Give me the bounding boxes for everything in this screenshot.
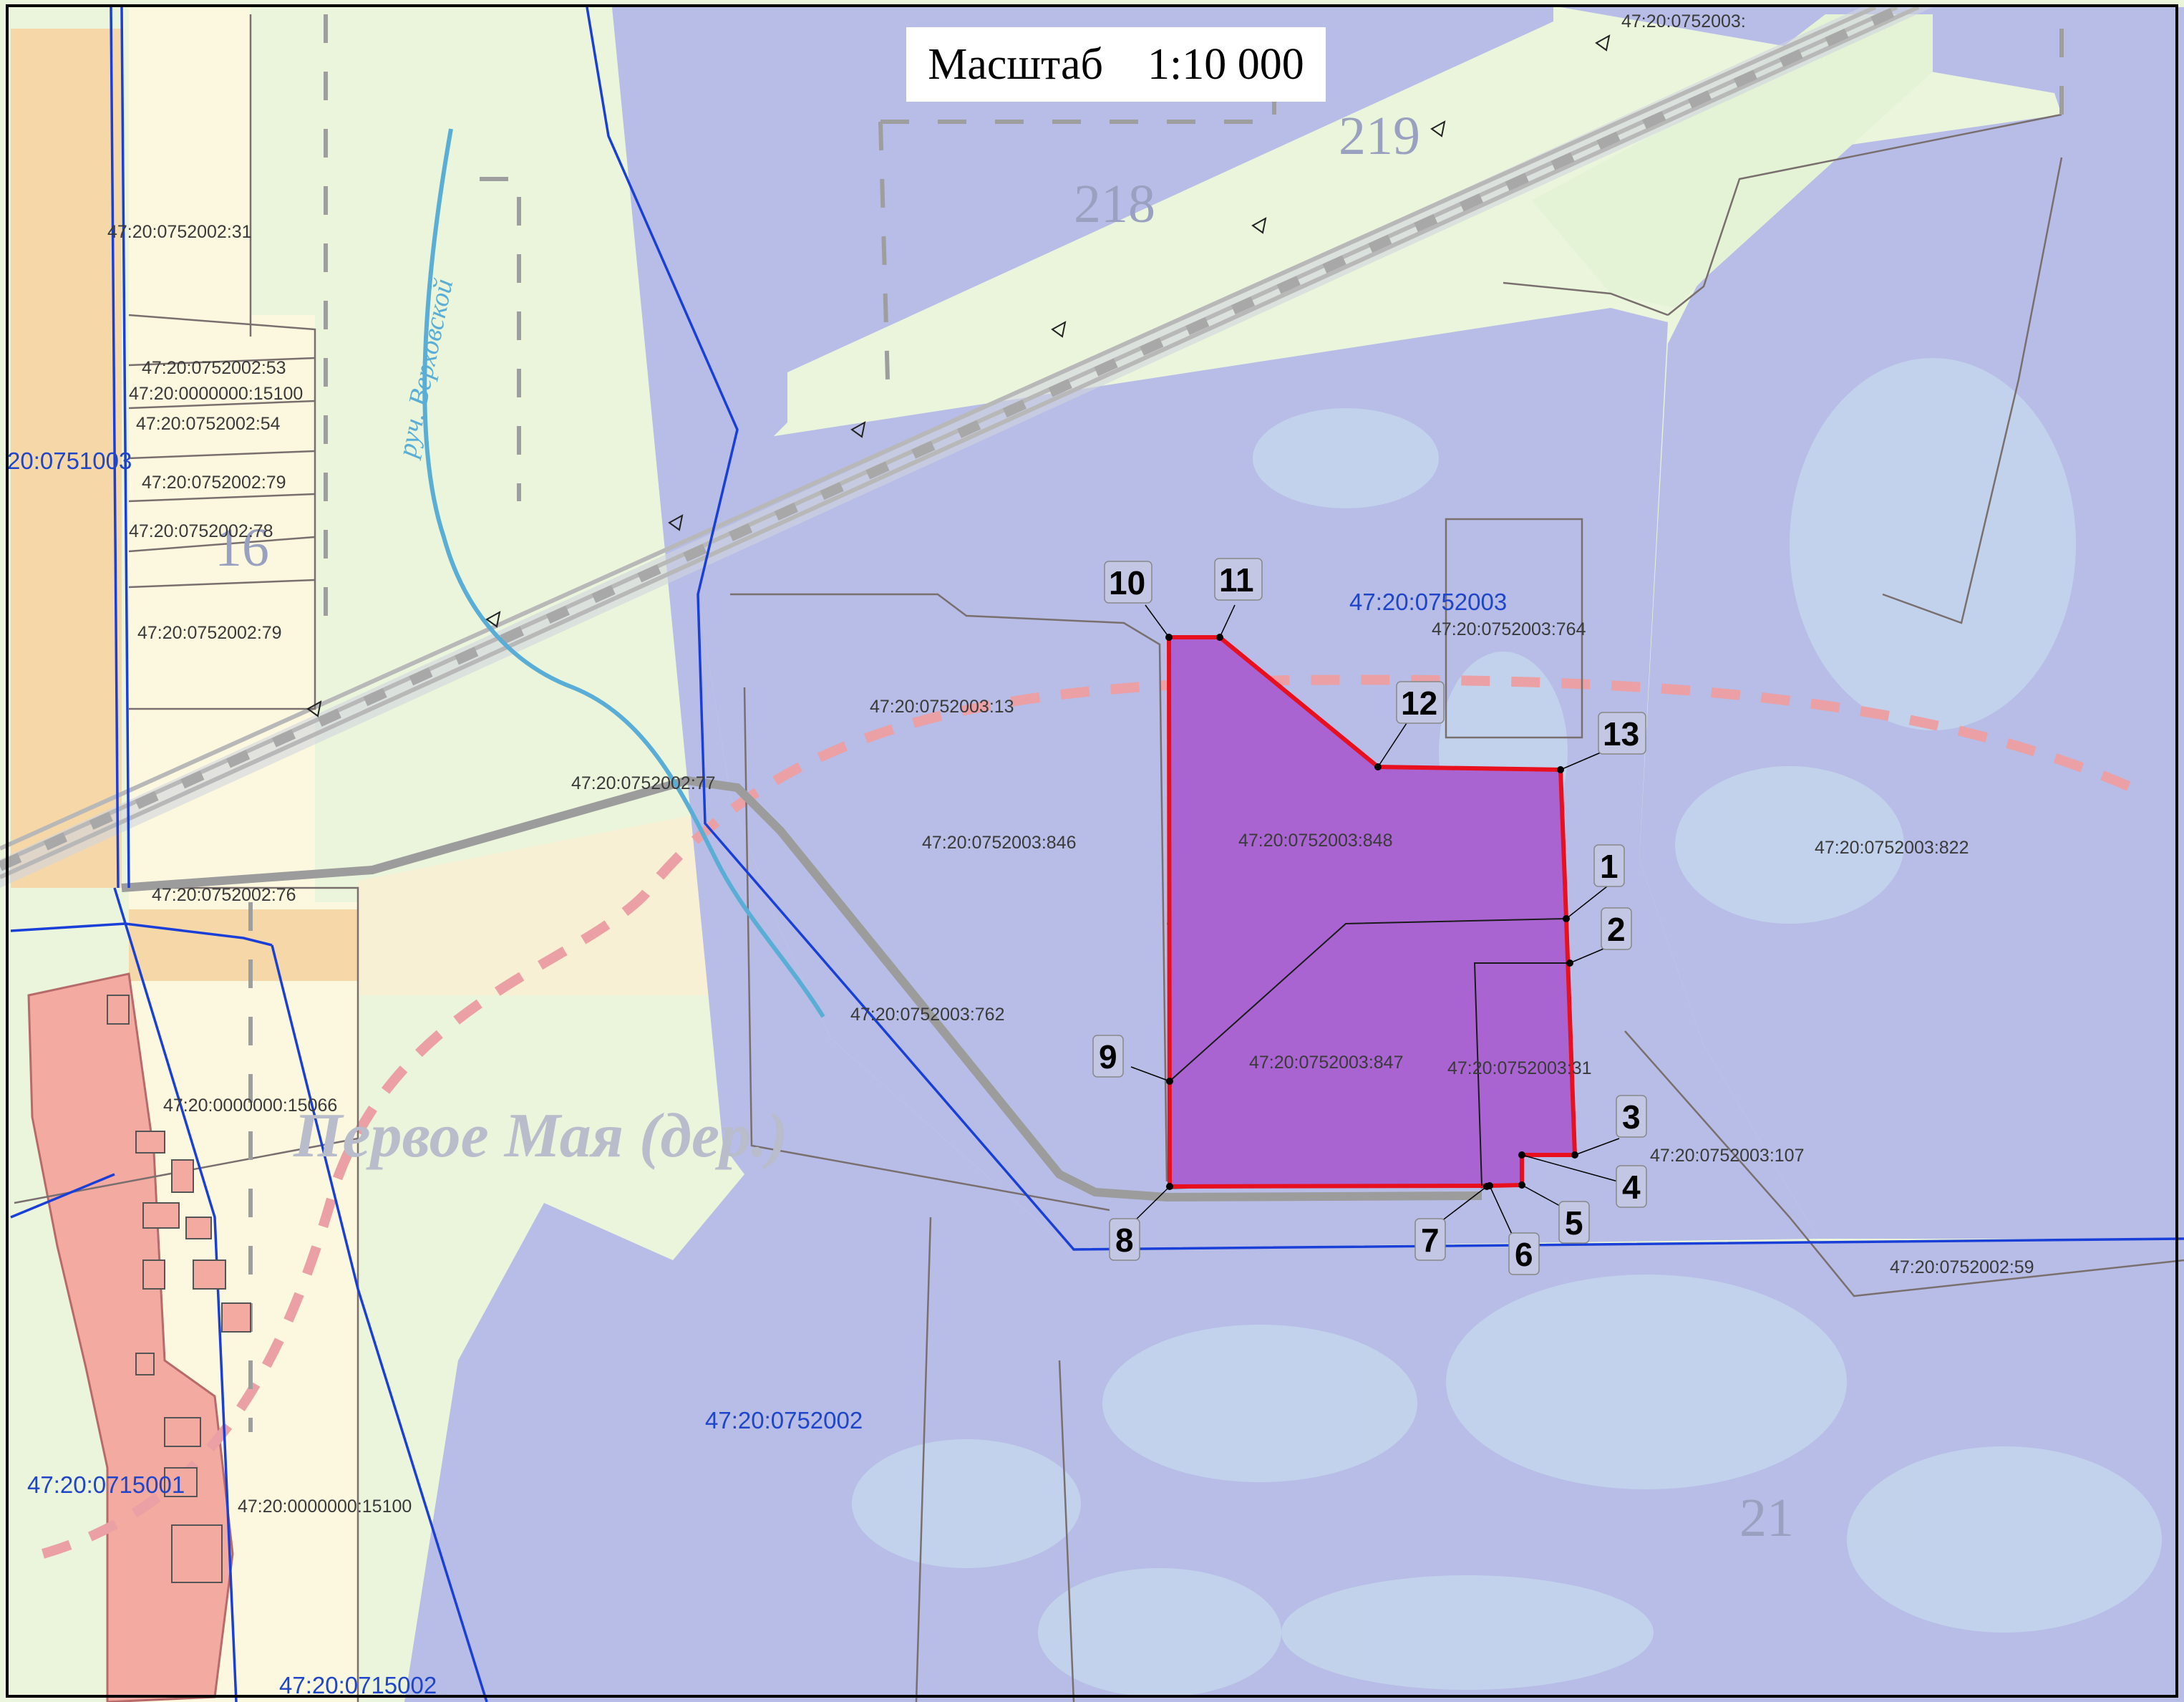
block-label-0715002: 47:20:0715002 [279, 1672, 437, 1698]
settlement-buildings [107, 995, 251, 1583]
svg-text:8: 8 [1115, 1222, 1134, 1259]
parcel-label: 47:20:0752002:59 [1890, 1257, 2034, 1277]
block-label-0752002: 47:20:0752002 [705, 1407, 863, 1433]
point-label-11: 11 [1214, 558, 1263, 601]
block-borders [10, 6, 2184, 1702]
parcel-label: 47:20:0000000:15100 [238, 1496, 412, 1517]
orange-zone-west [11, 29, 122, 888]
svg-text:5: 5 [1565, 1204, 1583, 1242]
parcel-label: 47:20:0752002:79 [142, 473, 286, 493]
point-label-7: 7 [1414, 1218, 1446, 1261]
parcel-label: 47:20:0752002:78 [129, 521, 273, 541]
svg-text:9: 9 [1099, 1038, 1117, 1075]
quarter-number-21: 21 [1739, 1488, 1794, 1548]
road [121, 775, 1482, 1202]
parcel-label: 47:20:0752002:31 [107, 222, 252, 242]
railway-band [0, 7, 1933, 888]
parcel-label: 47:20:0752003:13 [870, 697, 1014, 717]
point-label-9: 9 [1092, 1035, 1124, 1078]
parcel-label: 47:20:0752003:846 [922, 833, 1077, 853]
point-label-2: 2 [1601, 907, 1632, 950]
svg-text:3: 3 [1622, 1098, 1641, 1136]
map-frame [6, 4, 2178, 1698]
svg-text:11: 11 [1219, 561, 1254, 599]
stream [422, 128, 825, 1018]
target-parcel-split-line [1169, 918, 1567, 1082]
parcel-label: 47:20:0752003:848 [1238, 831, 1393, 851]
point-label-12: 12 [1396, 681, 1445, 724]
point-label-13: 13 [1598, 712, 1646, 755]
block-label-0752003: 47:20:0752003 [1349, 589, 1507, 615]
block-label-0751003: 20:0751003 [7, 448, 132, 474]
parcel-label: 47:20:0000000:15100 [129, 384, 303, 404]
svg-text:13: 13 [1603, 715, 1639, 753]
green-strip-northeast [1532, 14, 1933, 308]
scale-text: Масштаб 1:10 000 [928, 39, 1304, 89]
parcel-label: 47:20:0752002:54 [136, 414, 281, 434]
point-label-10: 10 [1104, 561, 1152, 604]
parcel-label: 47:20:0752002:76 [152, 885, 296, 905]
leader-lines [1130, 604, 1620, 1239]
pale-patches [852, 358, 2162, 1697]
svg-text:7: 7 [1421, 1222, 1440, 1259]
orange-zone-junction [129, 909, 358, 981]
quarter-number-219: 219 [1339, 106, 1420, 166]
point-label-8: 8 [1109, 1218, 1140, 1261]
quarter-number-16: 16 [215, 518, 269, 578]
parcel-label: 47:20:0752003:822 [1815, 838, 1969, 858]
light-zone-center [358, 809, 723, 995]
parcel-label: 47:20:0000000:15066 [163, 1096, 337, 1116]
dashed-arc-line [42, 674, 2150, 1559]
svg-text:1: 1 [1600, 848, 1618, 885]
block-fill-main [404, 7, 2184, 1702]
point-label-1: 1 [1593, 844, 1625, 887]
target-parcel-inner-line [1473, 962, 1568, 1186]
boundary-point-labels: 1 2 3 4 5 6 7 8 9 10 11 12 13 [1092, 558, 1647, 1275]
svg-text:12: 12 [1401, 685, 1437, 722]
parcel-label: 47:20:0752003:107 [1650, 1146, 1805, 1166]
parcel-label: 47:20:0752003:764 [1432, 619, 1586, 639]
parcel-label: 47:20:0752003:31 [1447, 1058, 1592, 1078]
svg-text:2: 2 [1607, 911, 1626, 948]
point-label-5: 5 [1558, 1201, 1590, 1244]
quarter-number-218: 218 [1074, 174, 1155, 234]
light-zone-north [129, 7, 251, 337]
parcel-label: 47:20:0752003:847 [1249, 1053, 1404, 1073]
parcel-label: 47:20:0752002:53 [142, 358, 286, 378]
point-label-4: 4 [1616, 1165, 1647, 1208]
place-name: Первое Мая (дер.) [293, 1101, 787, 1171]
parcel-label: 47:20:0752002:77 [571, 773, 716, 793]
svg-text:10: 10 [1109, 564, 1145, 601]
parcel-label: 47:20:0752003:762 [850, 1005, 1005, 1025]
svg-text:6: 6 [1515, 1236, 1533, 1273]
svg-text:4: 4 [1622, 1169, 1641, 1206]
point-label-6: 6 [1508, 1232, 1540, 1275]
block-label-0715001: 47:20:0715001 [27, 1471, 185, 1498]
scale-box: Масштаб 1:10 000 [906, 27, 1326, 102]
parcel-label: 47:20:0752003: [1621, 11, 1746, 32]
parcel-label: 47:20:0752002:79 [137, 623, 282, 643]
railway-markers [306, 34, 1611, 717]
point-label-3: 3 [1616, 1095, 1647, 1138]
